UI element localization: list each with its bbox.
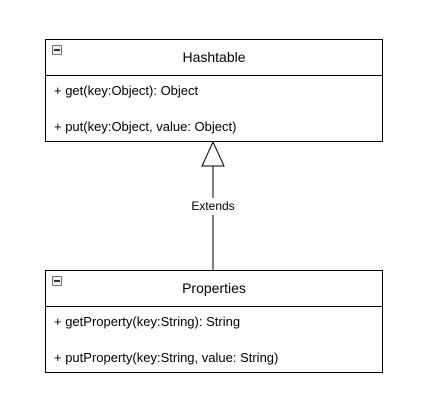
class-header: Hashtable xyxy=(46,40,382,76)
collapse-icon[interactable] xyxy=(52,276,62,286)
method-put: + put(key:Object, value: Object) xyxy=(54,119,237,134)
class-header: Properties xyxy=(46,271,382,307)
method-put-property: + putProperty(key:String, value: String) xyxy=(54,350,279,365)
class-hashtable[interactable]: Hashtable + get(key:Object): Object + pu… xyxy=(45,39,383,142)
method-get-property: + getProperty(key:String): String xyxy=(54,314,241,329)
class-name: Hashtable xyxy=(182,49,246,65)
class-properties[interactable]: Properties + getProperty(key:String): St… xyxy=(45,270,383,373)
class-name: Properties xyxy=(182,280,246,296)
hollow-triangle-arrowhead xyxy=(201,140,225,167)
relationship-label: Extends xyxy=(180,198,246,215)
collapse-icon[interactable] xyxy=(52,45,62,55)
method-get: + get(key:Object): Object xyxy=(54,83,199,98)
